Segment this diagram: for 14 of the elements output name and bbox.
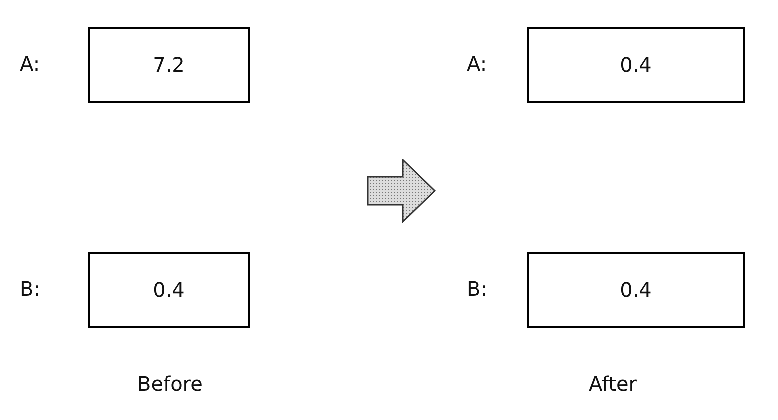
value-text: 0.4 xyxy=(620,53,652,77)
value-box xyxy=(527,27,745,103)
value-box xyxy=(88,252,250,328)
value-text: 0.4 xyxy=(153,278,185,302)
value-box xyxy=(88,27,250,103)
state-caption: After xyxy=(589,372,638,396)
variable-label: B: xyxy=(20,277,40,301)
variable-label: B: xyxy=(467,277,488,301)
variable-label: A: xyxy=(467,52,488,76)
value-box xyxy=(527,252,745,328)
variable-label: A: xyxy=(20,52,40,76)
state-caption: Before xyxy=(138,372,203,396)
value-text: 0.4 xyxy=(620,278,652,302)
value-text: 7.2 xyxy=(153,53,185,77)
